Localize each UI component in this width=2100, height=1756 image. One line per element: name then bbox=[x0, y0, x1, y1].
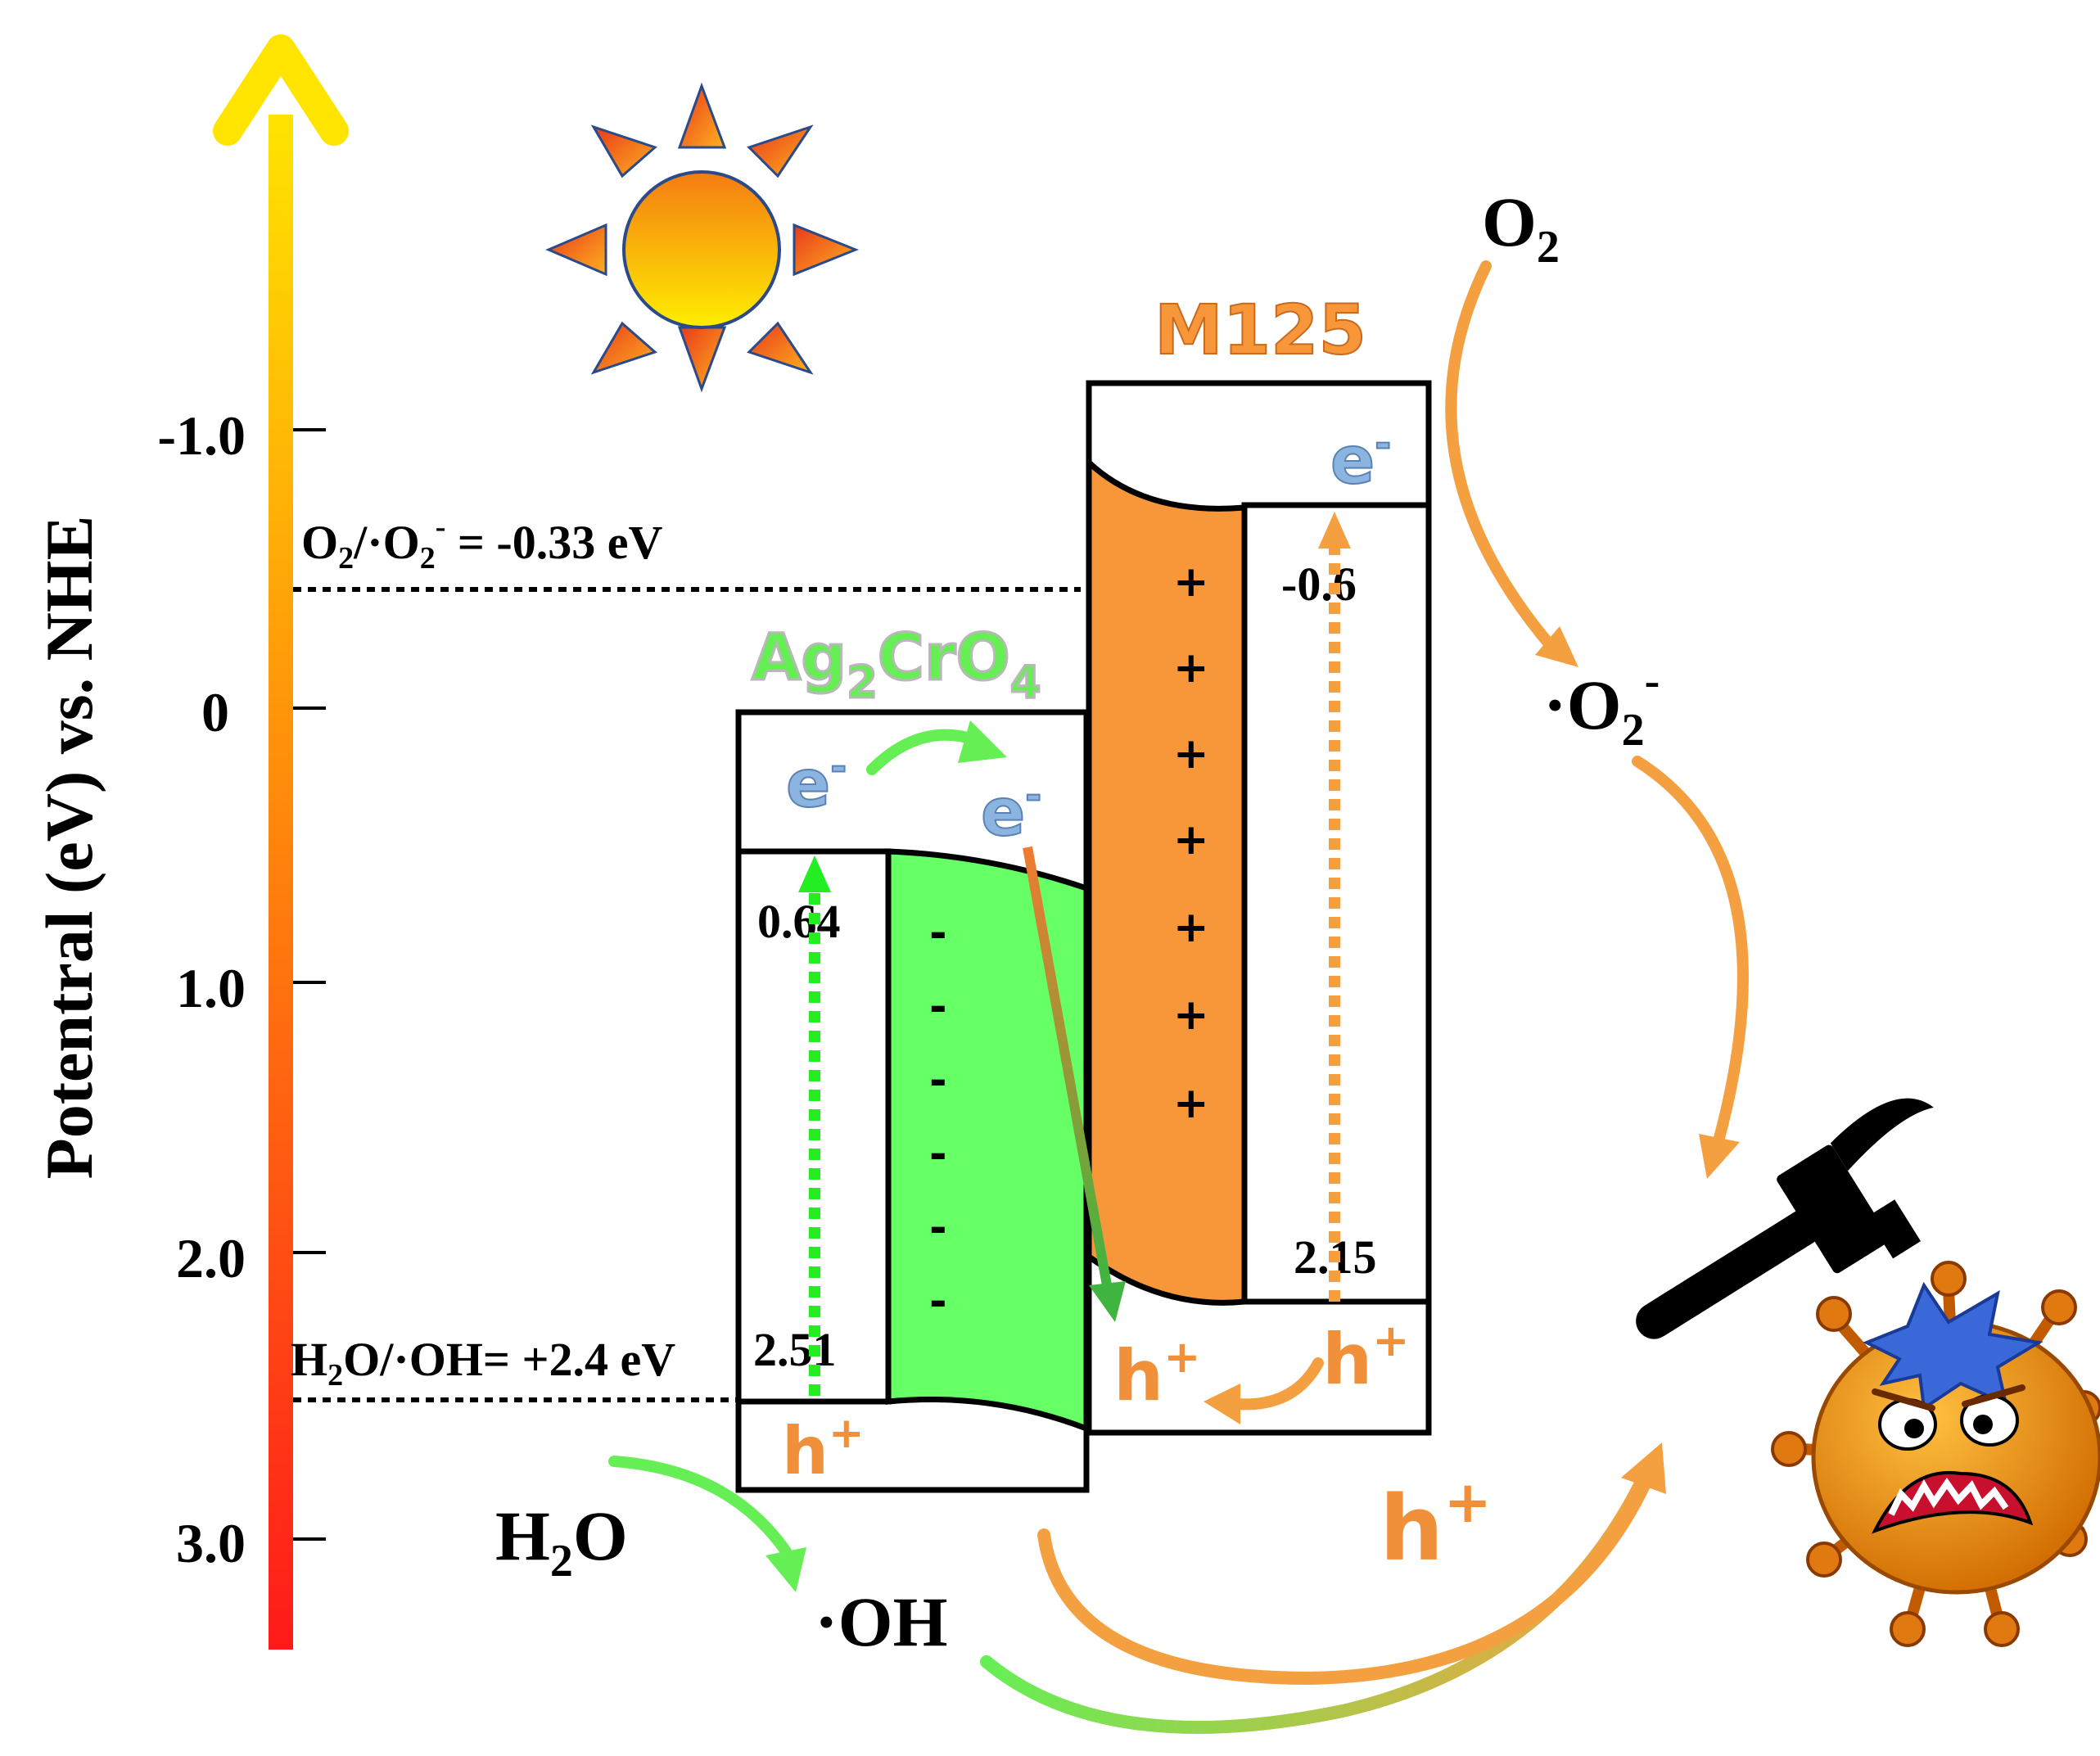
sun-icon bbox=[545, 82, 860, 393]
axis-title: Potentral (eV) vs. NHE bbox=[32, 516, 106, 1180]
svg-text:-: - bbox=[929, 1203, 947, 1253]
hole-hop-arrow bbox=[1231, 1357, 1324, 1411]
m125-transferred-hole: h+ bbox=[1113, 1331, 1200, 1417]
svg-text:+: + bbox=[1173, 991, 1209, 1040]
m125-semiconductor: M125 -0.6 2.15 + + + + + + + e- h+ h+ bbox=[1086, 289, 1432, 1436]
svg-text:+: + bbox=[1173, 1079, 1209, 1128]
svg-text:-: - bbox=[929, 1277, 947, 1326]
tick-label-2: 2.0 bbox=[176, 1227, 246, 1289]
svg-text:+: + bbox=[1173, 557, 1209, 607]
svg-text:+: + bbox=[1173, 729, 1209, 779]
ag2cro4-hole: h+ bbox=[782, 1409, 865, 1489]
hole-attack-arrow bbox=[1037, 1475, 1652, 1686]
h2o-level-label: H2O/·OH= +2.4 eV bbox=[291, 1333, 675, 1393]
m125-positive-charges: + + + + + + + bbox=[1173, 557, 1209, 1128]
axis-ticks bbox=[293, 428, 326, 1541]
o2-reduction-arrow bbox=[1445, 260, 1557, 652]
transferred-electron: e- bbox=[981, 773, 1041, 851]
axis-bar bbox=[269, 115, 293, 1650]
water-species: H2O bbox=[495, 1496, 628, 1587]
hammer-icon bbox=[1636, 1098, 1934, 1339]
svg-text:-: - bbox=[929, 1056, 947, 1105]
m125-bent-band bbox=[1086, 455, 1248, 1306]
svg-text:+: + bbox=[1173, 643, 1209, 693]
z-scheme-transfer-arrow bbox=[1023, 846, 1112, 1287]
ag2cro4-negative-charges: - - - - - - bbox=[929, 909, 947, 1326]
axis-arrowhead bbox=[213, 34, 349, 146]
ag2cro4-electron: e- bbox=[786, 744, 847, 822]
svg-text:-: - bbox=[929, 1130, 947, 1179]
potential-axis: -1.0 0 1.0 2.0 3.0 Potentral (eV) vs. NH… bbox=[32, 34, 349, 1650]
o2-species: O2 bbox=[1482, 183, 1560, 273]
m125-electron: e- bbox=[1330, 421, 1391, 499]
m125-hole: h+ bbox=[1322, 1315, 1409, 1401]
superoxide-attack-arrow bbox=[1632, 756, 1749, 1144]
h2o-reference-level: H2O/·OH= +2.4 eV bbox=[291, 1333, 737, 1402]
m125-cb-value: -0.6 bbox=[1281, 557, 1357, 611]
tick-label-neg1: -1.0 bbox=[157, 404, 246, 467]
tick-label-0: 0 bbox=[201, 681, 229, 743]
ag2cro4-vb-value: 2.51 bbox=[753, 1323, 837, 1376]
o2-level-label: O2/·O2- = -0.33 eV bbox=[301, 510, 662, 576]
water-oxidation-arrow bbox=[608, 1456, 792, 1557]
tick-label-1: 1.0 bbox=[176, 957, 246, 1019]
svg-text:-: - bbox=[929, 909, 947, 958]
impact-star bbox=[1863, 1281, 2044, 1411]
electron-hop-arrow bbox=[866, 729, 984, 775]
free-hole: h+ bbox=[1380, 1469, 1492, 1581]
ag2cro4-semiconductor: Ag2CrO4 0.64 2.51 - - - - - - e- e- h+ bbox=[735, 621, 1090, 1493]
svg-text:-: - bbox=[929, 982, 947, 1031]
hydroxyl-species: ·OH bbox=[815, 1582, 947, 1661]
tick-label-3: 3.0 bbox=[176, 1512, 246, 1574]
superoxide-species: ·O2- bbox=[1543, 656, 1660, 756]
ag2cro4-bent-band bbox=[885, 848, 1090, 1433]
bacterium-icon bbox=[1771, 1261, 2100, 1647]
svg-text:+: + bbox=[1173, 815, 1209, 864]
ag2cro4-cb-value: 0.64 bbox=[757, 895, 841, 948]
svg-text:+: + bbox=[1173, 903, 1209, 952]
m125-label: M125 bbox=[1154, 290, 1366, 370]
ag2cro4-label: Ag2CrO4 bbox=[752, 621, 1041, 708]
o2-reference-level: O2/·O2- = -0.33 eV bbox=[293, 510, 1081, 592]
